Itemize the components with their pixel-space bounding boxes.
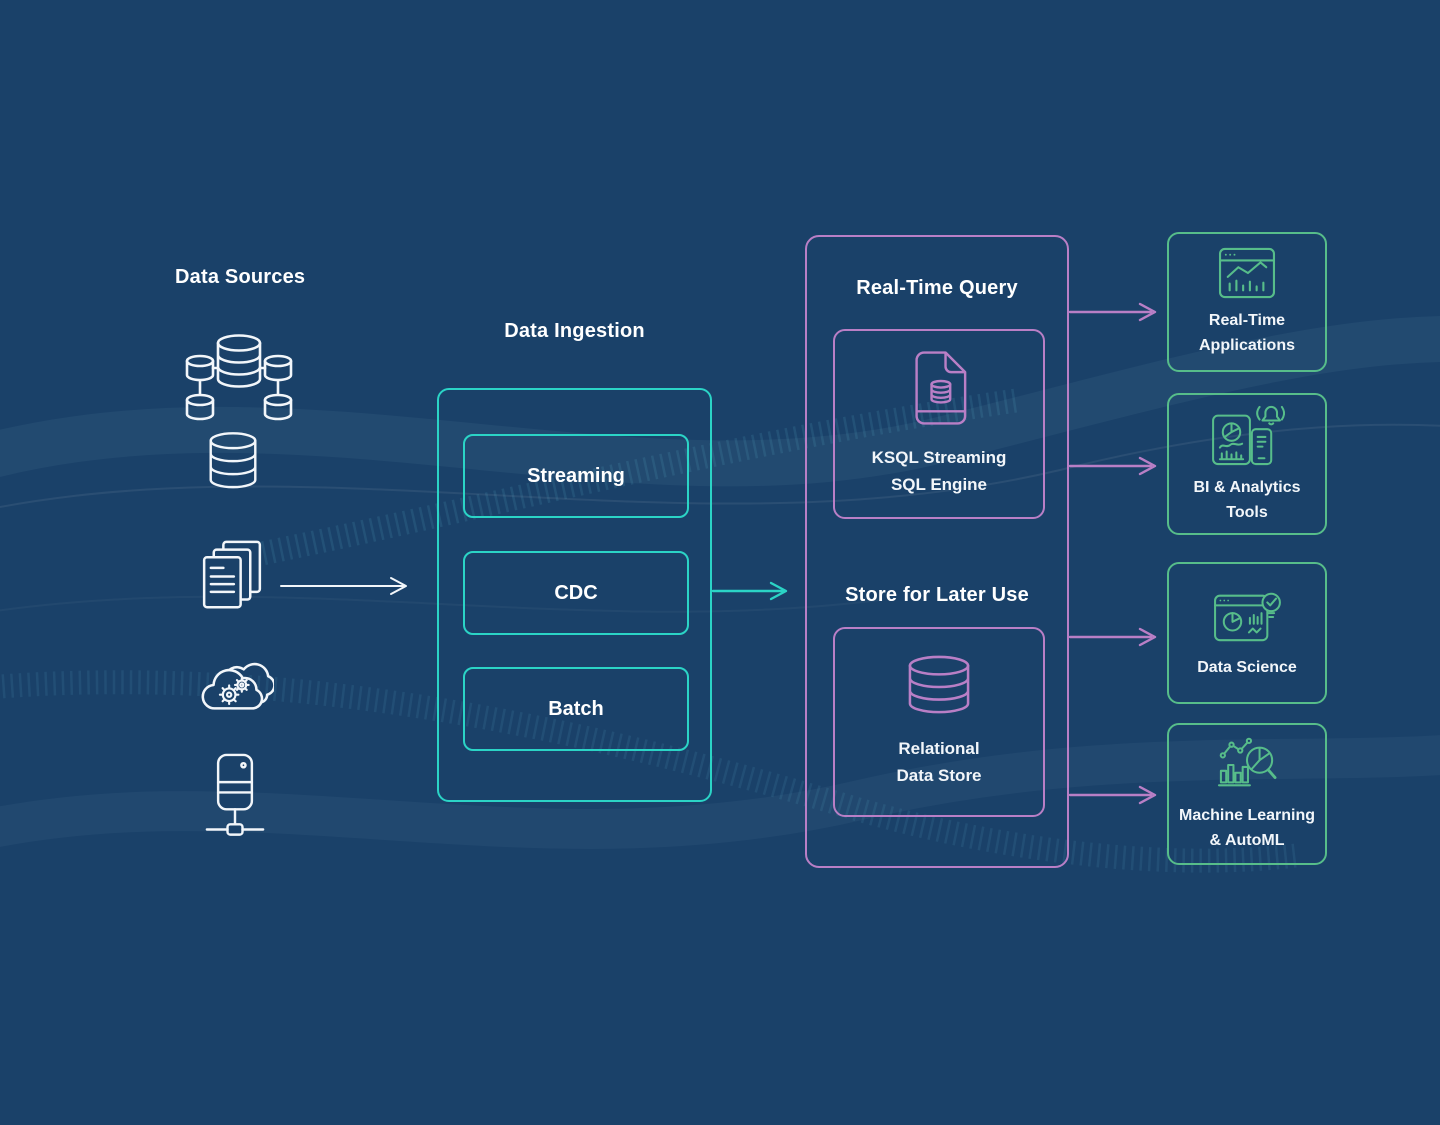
output-label-line2: Tools <box>1226 503 1268 521</box>
stage-streaming: Streaming <box>463 434 689 518</box>
output-label-line1: BI & Analytics <box>1193 478 1301 496</box>
ksql-label-line1: KSQL Streaming <box>871 448 1007 467</box>
platform-box: Real-Time Query KSQL Streaming SQL Engin… <box>805 235 1069 868</box>
stage-cdc: CDC <box>463 551 689 635</box>
output-label: Real-Time Applications <box>1199 308 1295 358</box>
output-realtime-applications: Real-Time Applications <box>1167 232 1327 372</box>
arrow-platform-to-realtime-apps <box>1068 302 1157 322</box>
realtime-query-title: Real-Time Query <box>856 277 1018 299</box>
data-sources-title: Data Sources <box>175 266 306 288</box>
output-label: Machine Learning & AutoML <box>1179 803 1315 853</box>
server-icon <box>205 753 265 845</box>
output-label: Data Science <box>1197 655 1297 680</box>
stage-batch: Batch <box>463 667 689 751</box>
output-bi-analytics-tools: BI & Analytics Tools <box>1167 393 1327 535</box>
relational-label-line1: Relational <box>898 739 980 758</box>
output-label: BI & Analytics Tools <box>1194 475 1301 525</box>
database-cluster-icon <box>183 330 295 424</box>
output-label-line1: Machine Learning <box>1178 806 1316 824</box>
database-cylinder-icon <box>904 655 974 717</box>
relational-label-line2: Data Store <box>896 766 982 785</box>
ksql-card-label: KSQL Streaming SQL Engine <box>872 444 1007 498</box>
data-ingestion-title: Data Ingestion <box>504 320 645 342</box>
app-dashboard-icon <box>1218 247 1276 299</box>
arrow-platform-to-bi-tools <box>1068 456 1157 476</box>
arrow-ingestion-to-platform <box>711 581 788 601</box>
ksql-card: KSQL Streaming SQL Engine <box>833 329 1045 519</box>
arrow-platform-to-ml <box>1068 785 1157 805</box>
sql-document-icon <box>911 350 967 426</box>
relational-card-label: Relational Data Store <box>896 735 981 789</box>
output-label-line2: & AutoML <box>1209 831 1285 849</box>
arrow-sources-to-ingestion <box>280 577 407 595</box>
output-label-line2: Applications <box>1198 336 1295 354</box>
documents-icon <box>202 540 262 613</box>
ksql-label-line2: SQL Engine <box>890 475 988 494</box>
cloud-services-icon <box>196 646 274 722</box>
output-data-science: Data Science <box>1167 562 1327 704</box>
store-title: Store for Later Use <box>845 584 1029 606</box>
relational-store-card: Relational Data Store <box>833 627 1045 817</box>
output-label-line1: Data Science <box>1197 659 1297 676</box>
data-ingestion-box: Streaming CDC Batch <box>437 388 712 802</box>
bi-devices-icon <box>1209 404 1285 466</box>
output-label-line1: Real-Time <box>1208 311 1286 329</box>
output-machine-learning: Machine Learning & AutoML <box>1167 723 1327 865</box>
database-icon <box>207 430 259 496</box>
science-window-icon <box>1213 586 1281 646</box>
arrow-platform-to-data-science <box>1068 627 1157 647</box>
ml-magnifier-icon <box>1215 736 1279 794</box>
